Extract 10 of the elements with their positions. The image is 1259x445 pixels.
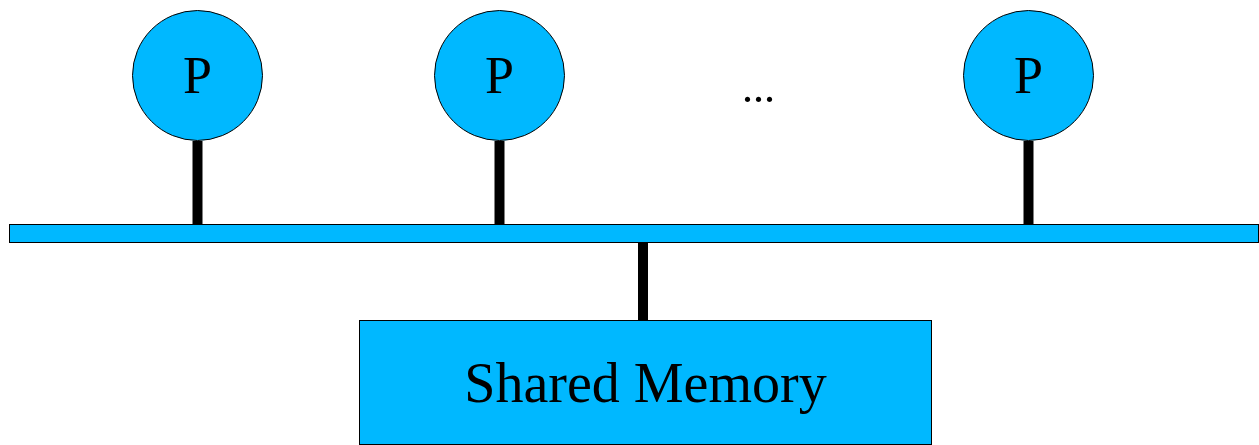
connector-line [494,141,505,224]
connector-line [638,243,648,320]
processor-label: P [183,49,212,102]
connector-line [1023,141,1034,224]
memory-box [359,320,932,445]
ellipsis-text: ... [742,66,775,110]
connector-line [192,141,203,224]
processor-label: P [485,49,514,102]
processor-label: P [1014,49,1043,102]
bus-bar [9,224,1259,243]
